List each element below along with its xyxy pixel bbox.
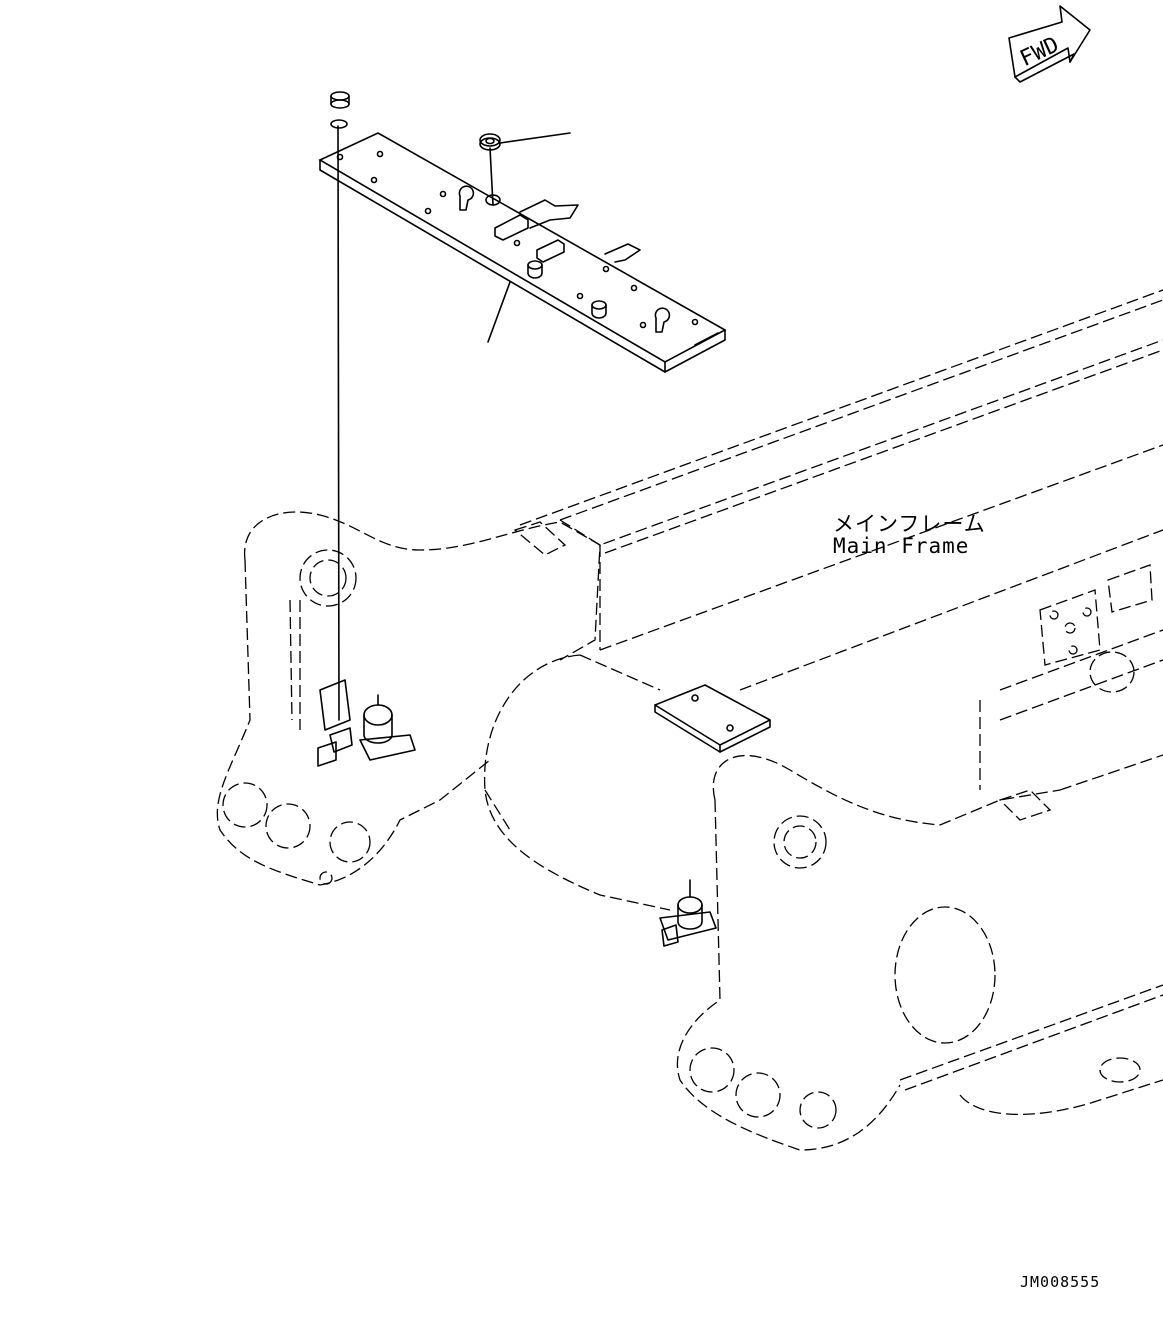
sensor-assembly-rear bbox=[317, 679, 416, 767]
part-name-english: Main Frame bbox=[833, 534, 970, 558]
mounting-bracket-plate bbox=[318, 132, 727, 373]
fwd-arrow-label: FWD bbox=[1016, 32, 1063, 71]
part-name-japanese: メインフレーム bbox=[833, 512, 986, 536]
drawing-id: JM008555 bbox=[1020, 1273, 1101, 1291]
leader-line-bracket bbox=[487, 281, 511, 343]
washer-upper bbox=[330, 91, 350, 109]
leader-line-nut-down bbox=[489, 147, 494, 206]
assembly-guide-line bbox=[337, 125, 340, 721]
washer-lower bbox=[330, 119, 348, 129]
main-frame-outline bbox=[216, 289, 1163, 1151]
sensor-assembly-front bbox=[659, 879, 717, 947]
leader-line-nut bbox=[499, 132, 571, 144]
fwd-arrow-icon: FWD bbox=[1008, 5, 1091, 83]
tube-bracket bbox=[654, 684, 771, 753]
